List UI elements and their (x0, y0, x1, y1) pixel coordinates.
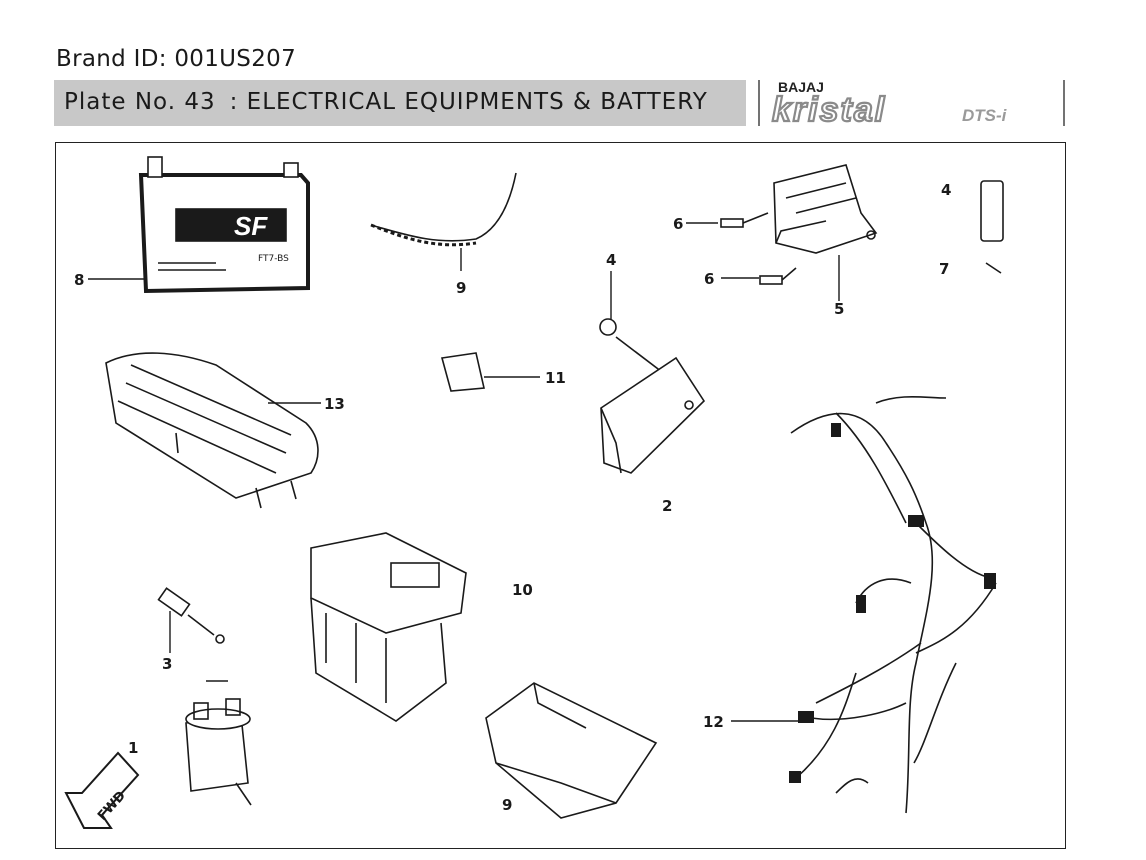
rubber-pad-drawing (980, 180, 1004, 242)
callout-1: 1 (128, 739, 138, 757)
diagram-canvas: SF FT7-BS (64, 156, 1004, 829)
callout-8: 8 (74, 271, 84, 289)
callout-6-upper: 6 (673, 215, 683, 233)
callout-9-wire: 9 (456, 279, 466, 297)
logo-graphic: BAJAJ kristal DTS-i (758, 79, 1065, 128)
brand-logo: BAJAJ kristal DTS-i (756, 78, 1066, 128)
screw-lower-drawing (759, 267, 797, 285)
battery-brand-label: SF (234, 211, 268, 241)
battery-drawing: SF FT7-BS (138, 156, 310, 294)
wire-lead-insulation (370, 223, 477, 247)
battery-model-code: FT7-BS (258, 254, 289, 264)
harness-connectors (789, 423, 996, 783)
speedometer-drawing (105, 352, 319, 509)
forward-direction-arrow: FWD (64, 751, 140, 829)
callout-3: 3 (162, 655, 172, 673)
plate-title: Plate No. 43 : ELECTRICAL EQUIPMENTS & BA… (64, 89, 708, 115)
plate-description: : ELECTRICAL EQUIPMENTS & BATTERY (229, 89, 708, 115)
control-unit-drawing (600, 356, 706, 474)
exploded-parts-diagram: SF FT7-BS (55, 142, 1066, 849)
pad-drawing (440, 352, 485, 392)
callout-7: 7 (939, 260, 949, 278)
callout-11: 11 (545, 369, 566, 387)
callout-9-tray: 9 (502, 796, 512, 814)
fuse-drawing (157, 587, 225, 644)
callout-13: 13 (324, 395, 345, 413)
clip-drawing (985, 262, 1002, 274)
wire-lead-drawing (370, 172, 517, 242)
callout-10: 10 (512, 581, 533, 599)
starter-relay-drawing (185, 698, 252, 806)
plate-title-bar: Plate No. 43 : ELECTRICAL EQUIPMENTS & BA… (54, 80, 746, 126)
bolt-drawing (599, 318, 667, 376)
brand-id: Brand ID: 001US207 (56, 46, 297, 72)
plate-number: Plate No. 43 (64, 89, 216, 115)
cover-drawing (773, 164, 878, 254)
logo-brand: BAJAJ (778, 79, 824, 95)
callout-5: 5 (834, 300, 844, 318)
callout-4-right: 4 (941, 181, 951, 199)
screw-upper-drawing (720, 212, 769, 228)
callout-2: 2 (662, 497, 672, 515)
callout-4-bolt: 4 (606, 251, 616, 269)
relay-box-drawing (310, 532, 467, 722)
battery-tray-drawing (485, 682, 658, 819)
wiring-harness-drawing (790, 395, 997, 814)
callout-12: 12 (703, 713, 724, 731)
logo-model: kristal (772, 91, 886, 128)
logo-variant: DTS-i (962, 106, 1008, 125)
callout-6-lower: 6 (704, 270, 714, 288)
leader-lines (88, 222, 840, 722)
